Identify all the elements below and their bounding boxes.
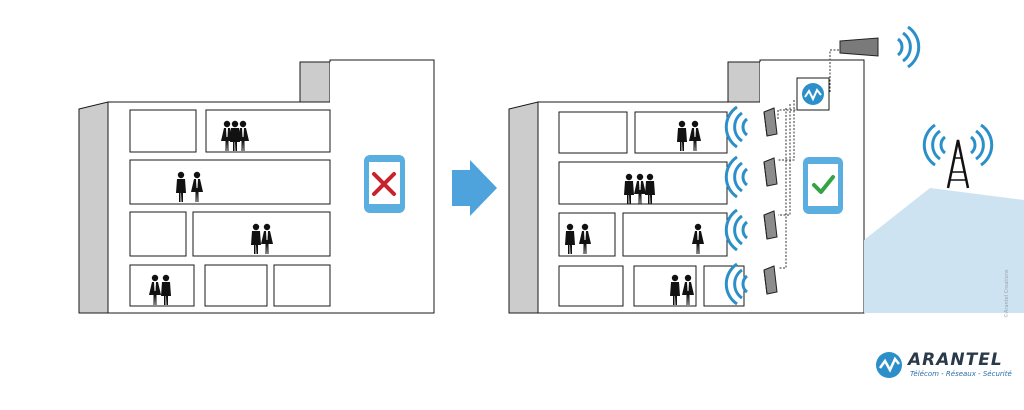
image-credit: ©Arantel Creations — [1004, 269, 1010, 318]
brand-logo: ARANTEL Télécom - Réseaux - Sécurité — [874, 348, 1012, 388]
phone-signal-ok-icon — [803, 157, 843, 214]
rooftop-antenna — [839, 25, 921, 69]
arrow-right-icon — [452, 160, 497, 216]
phone-no-signal-icon — [364, 155, 405, 213]
brand-name: ARANTEL — [908, 350, 1003, 370]
brand-tagline: Télécom - Réseaux - Sécurité — [910, 370, 1012, 378]
hill — [864, 188, 1024, 313]
antenna-tower-icon — [922, 123, 994, 189]
repeater-icon — [796, 77, 830, 111]
building-without-coverage — [78, 59, 435, 314]
building-with-repeater — [508, 25, 921, 314]
logo-icon — [876, 352, 902, 378]
